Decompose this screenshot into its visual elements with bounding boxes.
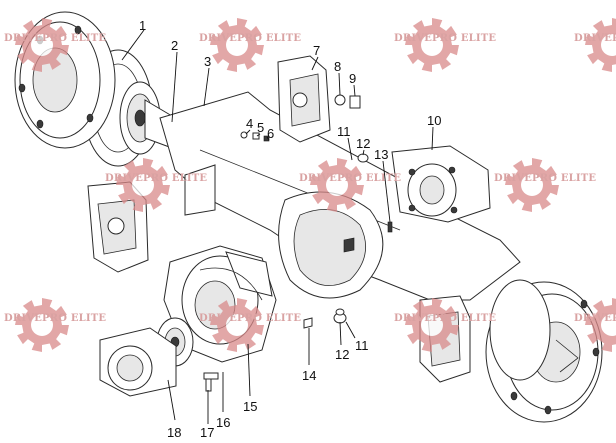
callout-1: 1 bbox=[139, 18, 146, 33]
bolt-part bbox=[203, 372, 219, 392]
wheel-hub-left-part bbox=[14, 11, 116, 149]
callout-13: 13 bbox=[374, 147, 388, 162]
watermark-text: DRIVEPRO ELITE bbox=[4, 33, 106, 44]
callout-10: 10 bbox=[427, 113, 441, 128]
bolt-washer-parts bbox=[334, 94, 361, 109]
watermark-text: DRIVEPRO ELITE bbox=[494, 173, 596, 184]
callout-6: 6 bbox=[267, 126, 274, 141]
callout-9: 9 bbox=[349, 71, 356, 86]
callout-3: 3 bbox=[204, 54, 211, 69]
watermark: DRIVEPRO ELITE bbox=[4, 298, 106, 352]
watermark: DRIVEPRO ELITE bbox=[394, 298, 496, 352]
watermark-text: DRIVEPRO ELITE bbox=[199, 313, 301, 324]
gear-icon bbox=[210, 18, 264, 72]
bearing-block-part bbox=[99, 327, 177, 397]
gear-icon bbox=[585, 298, 616, 352]
callout-4: 4 bbox=[246, 116, 253, 131]
watermark: DRIVEPRO ELITE bbox=[574, 298, 616, 352]
watermark: DRIVEPRO ELITE bbox=[494, 158, 596, 212]
callout-14: 14 bbox=[302, 368, 316, 383]
watermark: DRIVEPRO ELITE bbox=[299, 158, 401, 212]
bushing-washer-lower-parts bbox=[333, 308, 347, 324]
callout-17: 17 bbox=[200, 425, 214, 440]
differential-carrier-part bbox=[391, 145, 491, 223]
washer-top-part bbox=[357, 153, 369, 163]
callout-5: 5 bbox=[257, 120, 264, 135]
gear-icon bbox=[210, 298, 264, 352]
watermark-text: DRIVEPRO ELITE bbox=[299, 173, 401, 184]
watermark-layer: DRIVEPRO ELITE DRIVEPRO ELITE DRIVEPRO ELI… bbox=[4, 18, 616, 352]
watermark-text: DRIVEPRO ELITE bbox=[4, 313, 106, 324]
gear-icon bbox=[15, 18, 69, 72]
callout-16: 16 bbox=[216, 415, 230, 430]
brake-caliper-part bbox=[277, 55, 331, 143]
watermark-text: DRIVEPRO ELITE bbox=[394, 313, 496, 324]
watermark-text: DRIVEPRO ELITE bbox=[105, 173, 207, 184]
callout-11-top: 11 bbox=[337, 124, 351, 139]
gear-icon bbox=[310, 158, 364, 212]
watermark: DRIVEPRO ELITE bbox=[394, 18, 496, 72]
gear-icon bbox=[405, 18, 459, 72]
callout-18: 18 bbox=[167, 425, 181, 440]
watermark: DRIVEPRO ELITE bbox=[105, 158, 207, 212]
callout-11-bottom: 11 bbox=[355, 338, 369, 353]
callout-12-bottom: 12 bbox=[335, 347, 349, 362]
watermark-text: DRIVEPRO ELITE bbox=[574, 313, 616, 324]
callout-2: 2 bbox=[171, 38, 178, 53]
watermark-text: DRIVEPRO ELITE bbox=[394, 33, 496, 44]
fastener-small-parts bbox=[240, 131, 270, 142]
watermark: DRIVEPRO ELITE bbox=[574, 18, 616, 72]
brake-disc-right-part bbox=[489, 279, 551, 381]
watermark: DRIVEPRO ELITE bbox=[199, 298, 301, 352]
callout-12-top: 12 bbox=[356, 136, 370, 151]
gear-icon bbox=[505, 158, 559, 212]
watermark: DRIVEPRO ELITE bbox=[199, 18, 301, 72]
gear-icon bbox=[116, 158, 170, 212]
callout-8: 8 bbox=[334, 59, 341, 74]
stud-part bbox=[387, 221, 393, 233]
watermark-text: DRIVEPRO ELITE bbox=[574, 33, 616, 44]
leader-lines bbox=[121, 29, 434, 424]
gear-icon bbox=[15, 298, 69, 352]
callout-7: 7 bbox=[313, 43, 320, 58]
callout-15: 15 bbox=[243, 399, 257, 414]
gear-icon bbox=[405, 298, 459, 352]
watermark: DRIVEPRO ELITE bbox=[4, 18, 106, 72]
pin-part bbox=[303, 317, 313, 329]
gear-icon bbox=[585, 18, 616, 72]
watermark-text: DRIVEPRO ELITE bbox=[199, 33, 301, 44]
callout-numbers: 1 2 3 4 5 6 7 8 9 10 11 12 13 11 12 14 1… bbox=[139, 18, 441, 440]
